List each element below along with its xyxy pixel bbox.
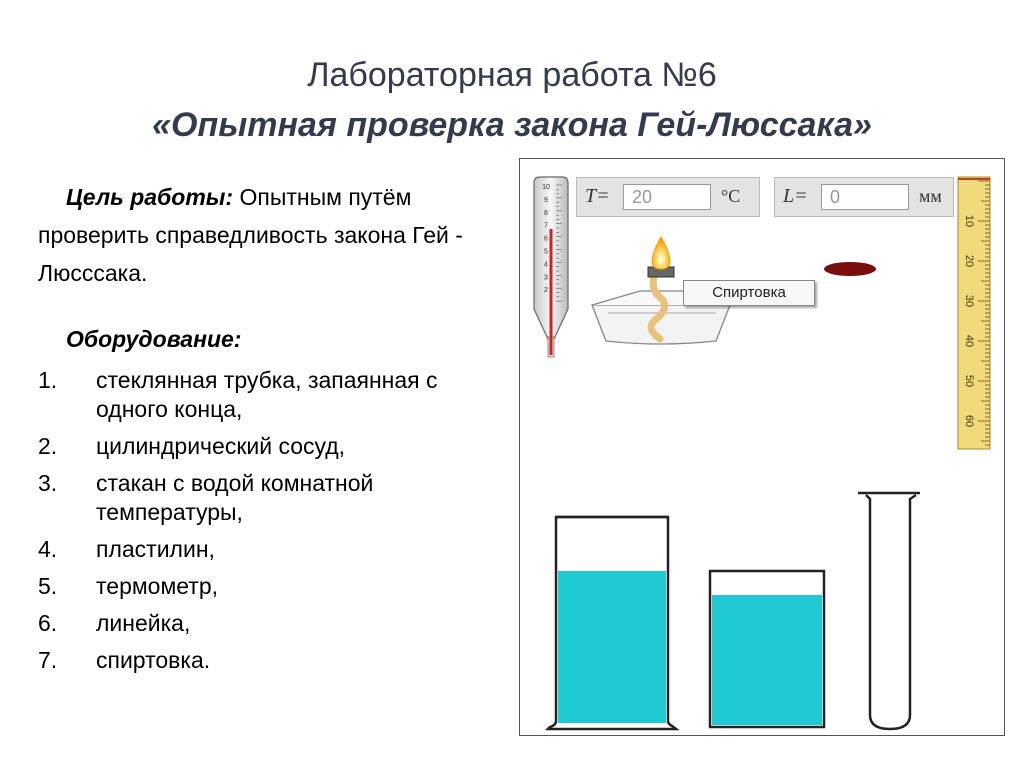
list-item: 2. цилиндрический сосуд, bbox=[38, 432, 508, 461]
list-text: цилиндрический сосуд, bbox=[96, 433, 346, 459]
list-text: стакан с водой комнатной температуры, bbox=[96, 470, 374, 525]
list-text: термометр, bbox=[96, 573, 219, 599]
ruler-label: 30 bbox=[963, 295, 975, 307]
length-field[interactable]: 0 bbox=[821, 184, 909, 210]
thermometer-label: 7 bbox=[544, 223, 548, 230]
thermometer-label: 2 bbox=[544, 287, 548, 294]
simulation-canvas: 10 9 8 7 6 5 4 3 2 10 20 30 40 50 60 bbox=[533, 176, 991, 731]
list-item: 6. линейка, bbox=[38, 609, 508, 638]
temperature-symbol: T= bbox=[585, 185, 610, 207]
equipment-heading: Оборудование: bbox=[66, 326, 242, 352]
list-text: спиртовка. bbox=[96, 647, 211, 673]
thermometer-label: 9 bbox=[544, 197, 548, 204]
simulation-panel[interactable]: 10 9 8 7 6 5 4 3 2 10 20 30 40 50 60 bbox=[519, 158, 1005, 736]
list-number: 6. bbox=[38, 610, 58, 636]
list-number: 2. bbox=[38, 433, 58, 459]
thermometer-label: 6 bbox=[544, 236, 548, 243]
flame-icon bbox=[651, 235, 671, 270]
ruler-label: 20 bbox=[963, 255, 975, 267]
temperature-readout: T= 20 °C bbox=[576, 177, 760, 217]
thermometer-label: 3 bbox=[544, 274, 548, 281]
equipment-list: 1. стеклянная трубка, запаянная с одного … bbox=[38, 366, 508, 683]
list-number: 4. bbox=[38, 536, 58, 562]
thermometer-label: 5 bbox=[544, 249, 548, 256]
temperature-field[interactable]: 20 bbox=[623, 184, 711, 210]
plasticine[interactable] bbox=[824, 262, 876, 276]
thermometer-liquid bbox=[549, 229, 553, 355]
list-number: 5. bbox=[38, 573, 58, 599]
length-readout: L= 0 мм bbox=[774, 177, 954, 217]
list-item: 5. термометр, bbox=[38, 572, 508, 601]
thermometer[interactable]: 10 9 8 7 6 5 4 3 2 bbox=[533, 176, 569, 358]
ruler-label: 10 bbox=[963, 215, 975, 227]
ruler-label: 50 bbox=[963, 375, 975, 387]
goal-text: Опытным путём проверить справедливость з… bbox=[38, 184, 463, 286]
ruler[interactable]: 10 20 30 40 50 60 bbox=[957, 176, 991, 450]
length-symbol: L= bbox=[783, 185, 808, 207]
thermometer-label: 4 bbox=[544, 261, 548, 268]
glass-tube[interactable] bbox=[858, 491, 920, 731]
burner-tooltip: Спиртовка bbox=[683, 280, 815, 306]
length-unit: мм bbox=[919, 186, 942, 206]
goal-label: Цель работы: bbox=[66, 184, 234, 210]
list-number: 1. bbox=[38, 367, 58, 393]
temperature-unit: °C bbox=[721, 186, 741, 206]
slide-title: Лабораторная работа №6 bbox=[307, 56, 717, 94]
slide-subtitle: «Опытная проверка закона Гей-Люссака» bbox=[152, 106, 872, 144]
goal-paragraph: Цель работы: Опытным путём проверить спр… bbox=[38, 178, 508, 292]
list-item: 1. стеклянная трубка, запаянная с одного … bbox=[38, 366, 508, 424]
list-item: 4. пластилин, bbox=[38, 535, 508, 564]
list-item: 3. стакан с водой комнатной температуры, bbox=[38, 469, 508, 527]
spirit-lamp[interactable] bbox=[591, 235, 731, 345]
list-item: 7. спиртовка. bbox=[38, 646, 508, 675]
cylindrical-vessel[interactable] bbox=[708, 569, 826, 729]
ruler-label: 60 bbox=[963, 415, 975, 427]
ruler-label: 40 bbox=[963, 335, 975, 347]
beaker-glass[interactable] bbox=[544, 515, 680, 731]
list-number: 7. bbox=[38, 647, 58, 673]
list-text: пластилин, bbox=[96, 536, 215, 562]
list-number: 3. bbox=[38, 470, 58, 496]
list-text: линейка, bbox=[96, 610, 191, 636]
thermometer-label: 10 bbox=[542, 184, 550, 191]
thermometer-label: 8 bbox=[544, 210, 548, 217]
list-text: стеклянная трубка, запаянная с одного ко… bbox=[96, 367, 438, 422]
